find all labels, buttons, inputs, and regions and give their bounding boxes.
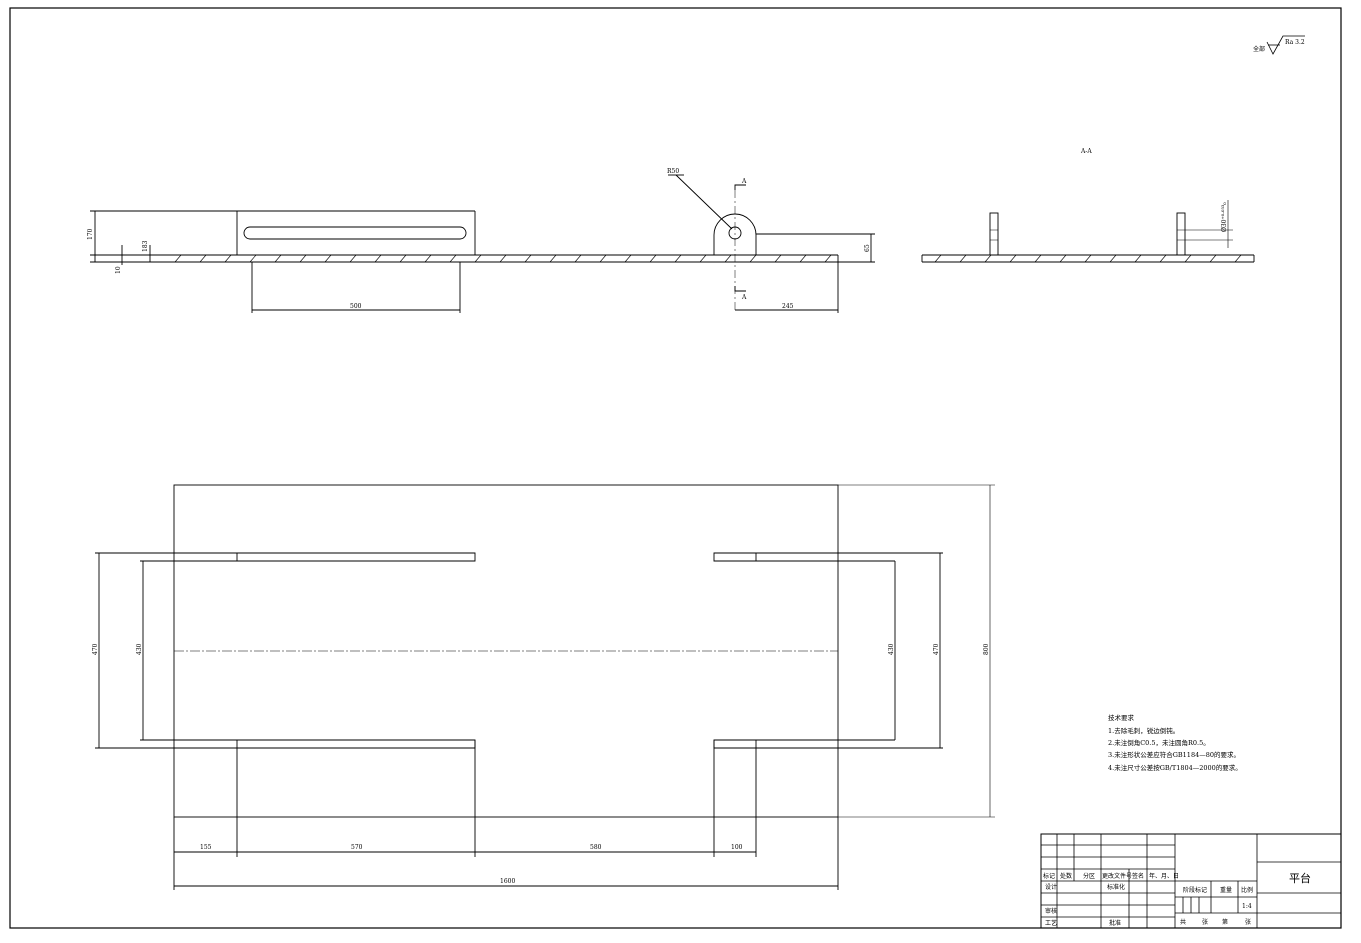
- hatch-line: [524, 254, 532, 263]
- dim-outer-left: 470: [92, 643, 99, 655]
- tb-drawing-name: 平台: [1289, 871, 1311, 885]
- note-line-3: 3.未注形状公差应符合GB1184—80的要求。: [1108, 750, 1240, 759]
- hatch-line: [274, 254, 282, 263]
- hatch-line: [1059, 254, 1067, 263]
- hatch-line: [624, 254, 632, 263]
- tb-header-doc: 更改文件号: [1102, 872, 1132, 880]
- hatch-line: [199, 254, 207, 263]
- front-view: [90, 174, 875, 313]
- tb-process: 工艺: [1045, 919, 1057, 927]
- tb-header-mark: 标记: [1043, 872, 1055, 880]
- finish-prefix: 全部: [1253, 45, 1265, 53]
- outer-border: [9, 7, 1342, 929]
- notes-title: 技术要求: [1108, 713, 1135, 722]
- hatch-line: [649, 254, 657, 263]
- hatch-line: [1109, 254, 1117, 263]
- tb-header-count: 处数: [1060, 872, 1072, 880]
- tb-standardize: 标准化: [1107, 883, 1125, 891]
- note-line-4: 4.未注尺寸公差按GB/T1804—2000的要求。: [1108, 763, 1242, 772]
- dim-seg1: 155: [200, 844, 212, 851]
- hatch-line: [599, 254, 607, 263]
- tb-scale-label: 比例: [1241, 886, 1253, 894]
- dim-total-length: 1600: [500, 878, 515, 885]
- hatch-line: [934, 254, 942, 263]
- hatch-line: [299, 254, 307, 263]
- hatch-line: [224, 254, 232, 263]
- tb-header-date: 年、月、日: [1149, 872, 1179, 880]
- tb-sheet-unit2: 张: [1245, 918, 1251, 926]
- dim-hole: Ø30⁺⁰·⁰³³₀: [1221, 202, 1228, 232]
- hatch-line: [1234, 254, 1242, 263]
- note-line-2: 2.未注倒角C0.5，未注圆角R0.5。: [1108, 738, 1210, 747]
- hatch-line: [324, 254, 332, 263]
- section-mark-top: A: [741, 178, 747, 185]
- tb-header-zone: 分区: [1083, 872, 1095, 880]
- tb-sheet-unit1: 张: [1202, 918, 1208, 926]
- finish-value: Ra 3.2: [1285, 39, 1305, 46]
- dim-height-plate: 10: [115, 266, 122, 274]
- surface-finish-symbol: 全部 Ra 3.2: [1253, 35, 1305, 55]
- hatch-line: [1209, 254, 1217, 263]
- tb-stage-mark: 阶段标记: [1183, 886, 1207, 894]
- dim-height-total: 170: [87, 228, 94, 240]
- tb-approve: 批准: [1109, 919, 1121, 927]
- hatch-line: [499, 254, 507, 263]
- hatch-line: [749, 254, 757, 263]
- hatch-line: [699, 254, 707, 263]
- hatch-line: [424, 254, 432, 263]
- tech-notes: 技术要求 1.去除毛刺，锐边倒钝。 2.未注倒角C0.5，未注圆角R0.5。 3…: [1108, 713, 1242, 772]
- hatch-line: [1159, 254, 1167, 263]
- tb-review: 审核: [1045, 907, 1057, 915]
- hatch-line: [349, 254, 357, 263]
- section-label: A-A: [1080, 148, 1092, 155]
- dim-seg4: 100: [731, 844, 743, 851]
- hatch-line: [399, 254, 407, 263]
- hatch-line: [959, 254, 967, 263]
- hatch-line: [724, 254, 732, 263]
- tb-design: 设计: [1045, 883, 1057, 891]
- dim-ear-offset: 245: [782, 303, 794, 310]
- tb-scale: 1:4: [1242, 903, 1252, 910]
- hatch-line: [574, 254, 582, 263]
- hatch-line: [824, 254, 832, 263]
- hatch-line: [1084, 254, 1092, 263]
- tb-header-sign: 签名: [1132, 872, 1144, 880]
- hatch-line: [374, 254, 382, 263]
- hatch-line: [549, 254, 557, 263]
- side-view: [921, 200, 1255, 263]
- dim-total-height: 800: [983, 643, 990, 655]
- radius-label: R50: [667, 168, 679, 175]
- note-line-1: 1.去除毛刺，锐边倒钝。: [1108, 726, 1179, 735]
- hatch-line: [1034, 254, 1042, 263]
- tb-sheet-total: 共: [1180, 918, 1186, 926]
- dim-height-slot: 183: [142, 240, 149, 252]
- tb-sheet-no: 第: [1222, 918, 1228, 926]
- hatch-line: [474, 254, 482, 263]
- hatch-line: [799, 254, 807, 263]
- hatch-line: [449, 254, 457, 263]
- hatch-line: [984, 254, 992, 263]
- dim-inner-right: 430: [888, 643, 895, 655]
- dim-ear-height: 65: [864, 244, 871, 252]
- section-mark-bottom: A: [741, 294, 747, 301]
- hatch-line: [1134, 254, 1142, 263]
- hatch-line: [1184, 254, 1192, 263]
- hatch-line: [174, 254, 182, 263]
- title-block: [1040, 833, 1342, 929]
- dim-seg2: 570: [351, 844, 363, 851]
- hatch-line: [674, 254, 682, 263]
- plan-view: [95, 484, 995, 890]
- tb-weight: 重量: [1220, 886, 1232, 894]
- title-block-text: 标记 处数 分区 更改文件号 签名 年、月、日 设计 标准化 阶段标记 重量 比…: [1043, 871, 1311, 927]
- dim-outer-right: 470: [933, 643, 940, 655]
- hatch-line: [774, 254, 782, 263]
- dim-seg3: 580: [590, 844, 602, 851]
- dim-slot-length: 500: [350, 303, 362, 310]
- dim-inner-left: 430: [136, 643, 143, 655]
- hatch-line: [1009, 254, 1017, 263]
- hatch-line: [249, 254, 257, 263]
